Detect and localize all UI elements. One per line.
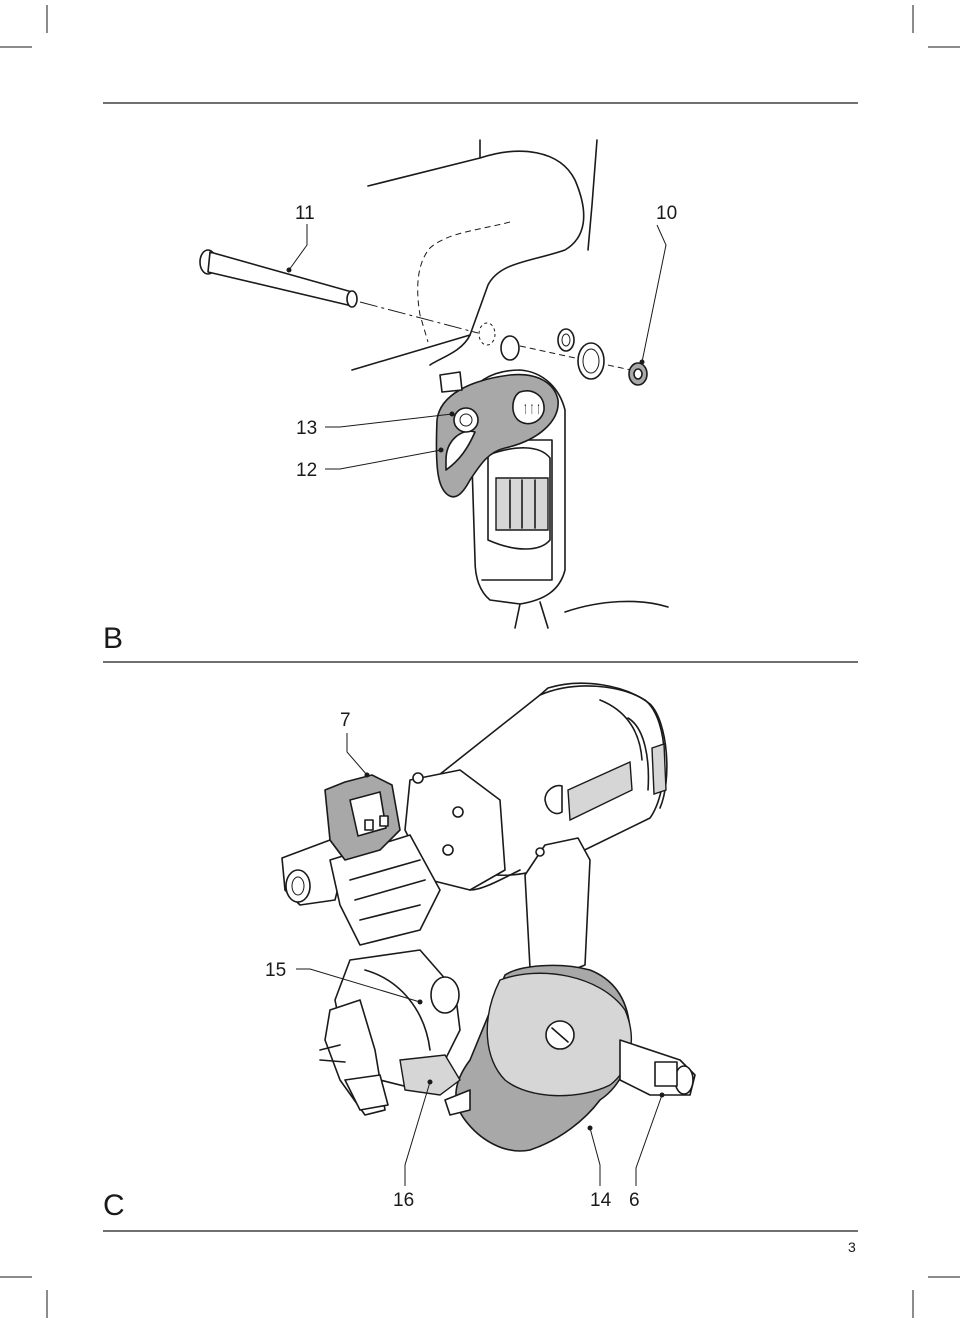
callout-16: 16 [393,1190,414,1211]
svg-text:ᛙᛙᛙ: ᛙᛙᛙ [522,404,542,416]
figure-b-leader-lines [286,224,667,470]
callout-10: 10 [656,203,677,224]
callout-6: 6 [629,1190,640,1211]
section-label-c: C [103,1189,125,1222]
callout-12: 12 [296,460,317,481]
figure-b-illustration: ᛙᛙᛙ [199,139,669,629]
figure-c-illustration [281,682,696,1152]
section-label-b: B [103,622,123,655]
callout-14: 14 [590,1190,612,1211]
page-number: 3 [848,1239,856,1255]
callout-13: 13 [296,418,317,439]
callout-7: 7 [340,710,351,731]
crop-marks [0,5,960,1318]
callout-15: 15 [265,960,286,981]
callout-11: 11 [295,203,315,224]
figure-c-leader-lines [296,733,665,1186]
